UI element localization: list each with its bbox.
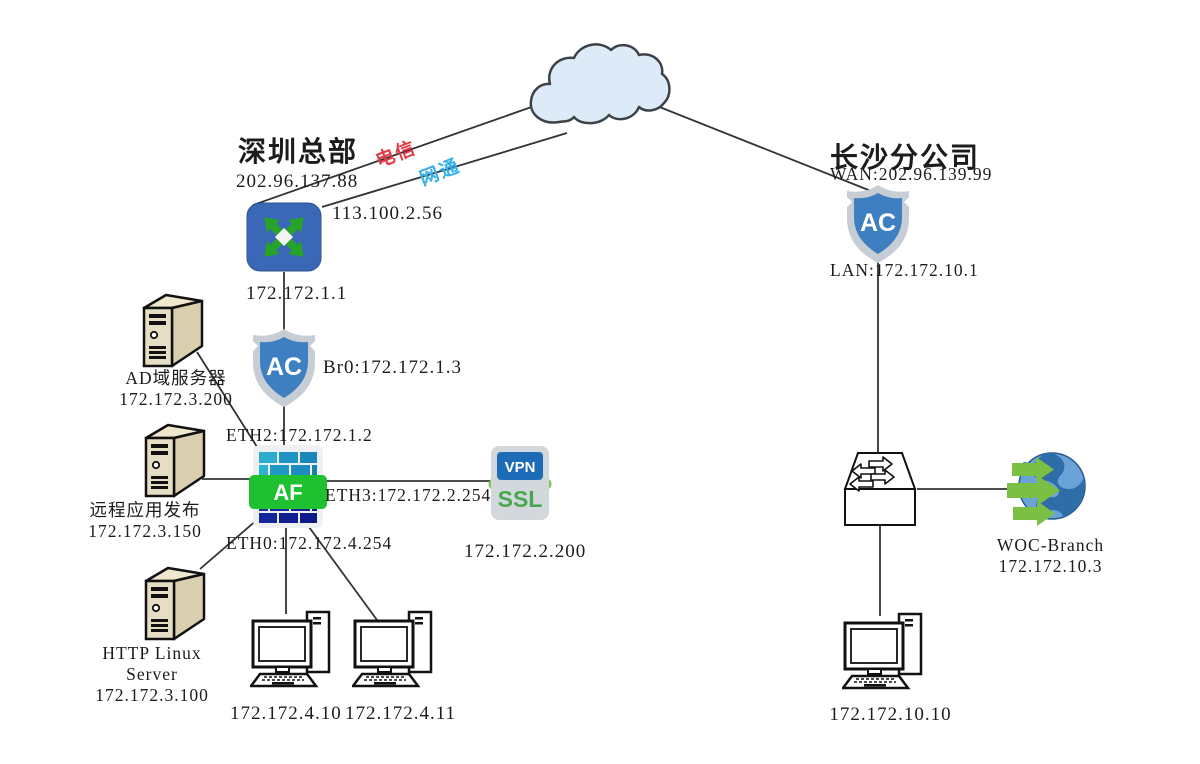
woc-branch-name: WOC-Branch xyxy=(996,535,1105,555)
server-http-icon xyxy=(142,563,208,643)
hq-ac-glyph: AC xyxy=(266,353,302,381)
link-server-http-af xyxy=(199,518,259,570)
branch-ac-glyph: AC xyxy=(860,209,896,237)
server-remote-icon xyxy=(142,420,208,500)
hq-title: 深圳总部 xyxy=(238,137,359,168)
server-ad-name: AD域服务器 xyxy=(125,368,227,388)
hq-wan-netcom-ip: 113.100.2.56 xyxy=(332,203,444,224)
af-eth3-ip: ETH3:172.172.2.254 xyxy=(325,485,492,505)
ssl-vpn-ip: 172.172.2.200 xyxy=(464,541,587,562)
af-eth0-ip: ETH0:172.172.4.254 xyxy=(226,533,393,553)
globe-arrows xyxy=(1007,457,1060,526)
pc1-icon xyxy=(248,608,332,692)
link-router-cloud-netcom xyxy=(321,132,568,208)
server-http-name: HTTP Linux Server xyxy=(102,643,202,684)
pc2-ip: 172.172.4.11 xyxy=(345,703,457,724)
af-eth2-ip: ETH2:172.172.1.2 xyxy=(226,425,373,445)
server-http-label: HTTP Linux Server 172.172.3.100 xyxy=(77,643,227,706)
hq-ac-icon: AC xyxy=(247,328,321,408)
woc-branch-icon xyxy=(1006,448,1086,530)
af-bricks-top xyxy=(259,452,317,476)
server-remote-name: 远程应用发布 xyxy=(89,500,201,520)
link-af-pc2 xyxy=(308,526,378,621)
hq-ac-br0-ip: Br0:172.172.1.3 xyxy=(323,357,463,378)
ssl-glyph: SSL xyxy=(498,486,543,512)
link-router-cloud-telecom xyxy=(252,103,541,206)
link-cloud-branch-ac xyxy=(656,105,877,194)
hq-af-firewall-icon: AF xyxy=(249,445,327,528)
woc-branch-label: WOC-Branch 172.172.10.3 xyxy=(988,535,1113,577)
server-ad-ip: 172.172.3.200 xyxy=(119,389,233,409)
pc3-ip: 172.172.10.10 xyxy=(829,704,952,725)
branch-lan-ip: LAN:172.172.10.1 xyxy=(830,260,979,280)
vpn-glyph: VPN xyxy=(505,459,536,476)
link-server-ad-af xyxy=(196,351,260,451)
woc-branch-ip: 172.172.10.3 xyxy=(998,556,1103,576)
hq-af-glyph: AF xyxy=(273,480,302,505)
hq-router-lan-ip: 172.172.1.1 xyxy=(246,283,348,304)
branch-wan-ip: WAN:202.96.139.99 xyxy=(830,164,993,184)
pc3-icon xyxy=(840,610,924,694)
server-ad-icon xyxy=(140,290,206,370)
pc1-ip: 172.172.4.10 xyxy=(230,703,342,724)
hq-router-icon xyxy=(246,202,322,272)
branch-ac-icon: AC xyxy=(841,184,915,264)
server-ad-label: AD域服务器 172.172.3.200 xyxy=(101,368,251,410)
branch-switch-icon xyxy=(842,450,918,528)
server-http-ip: 172.172.3.100 xyxy=(95,685,209,705)
branch-title: 长沙分公司 xyxy=(830,143,981,174)
server-remote-label: 远程应用发布 172.172.3.150 xyxy=(70,500,220,542)
ssl-vpn-icon: VPN SSL xyxy=(483,444,557,526)
pc2-icon xyxy=(350,608,434,692)
hq-wan-telecom-ip: 202.96.137.88 xyxy=(236,171,359,192)
internet-cloud-icon xyxy=(522,34,672,140)
server-remote-ip: 172.172.3.150 xyxy=(88,521,202,541)
